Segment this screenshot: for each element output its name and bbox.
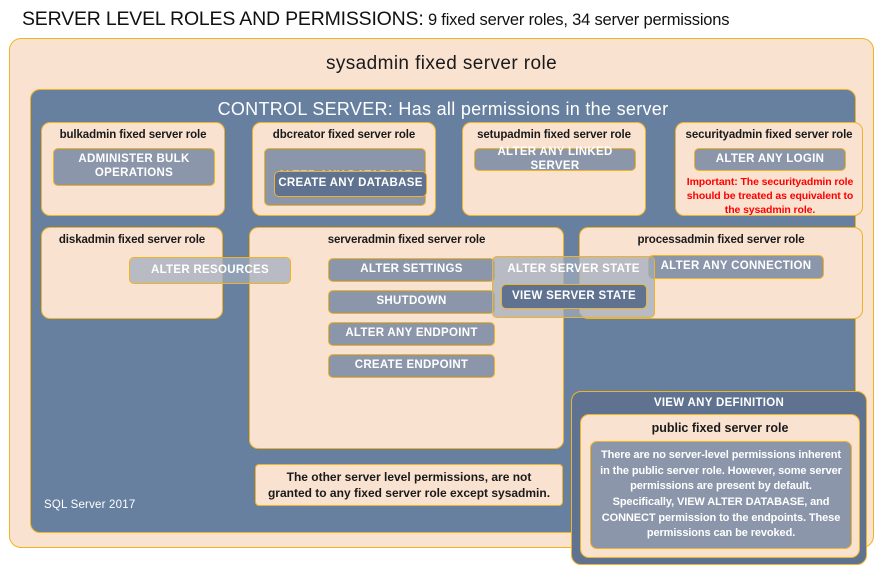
- securityadmin-warning-note: Important: The securityadmin role should…: [686, 176, 854, 217]
- permission-alter-any-linked-server[interactable]: ALTER ANY LINKED SERVER: [474, 146, 636, 172]
- role-title-securityadmin: securityadmin fixed server role: [685, 129, 853, 141]
- page-title-sub: 9 fixed server roles, 34 server permissi…: [423, 11, 730, 29]
- other-permissions-note: The other server level permissions, are …: [255, 464, 563, 506]
- permission-alter-any-login[interactable]: ALTER ANY LOGIN: [694, 148, 846, 171]
- view-any-definition-container: VIEW ANY DEFINITION public fixed server …: [571, 391, 867, 565]
- permission-shutdown[interactable]: SHUTDOWN: [328, 290, 495, 314]
- sysadmin-role-container: sysadmin fixed server role CONTROL SERVE…: [9, 38, 874, 565]
- role-card-setupadmin: setupadmin fixed server role ALTER ANY L…: [462, 122, 646, 216]
- role-title-public: public fixed server role: [651, 421, 789, 435]
- role-title-diskadmin: diskadmin fixed server role: [58, 234, 206, 246]
- sysadmin-role-label: sysadmin fixed server role: [325, 53, 558, 74]
- role-title-bulkadmin: bulkadmin fixed server role: [59, 129, 207, 141]
- permission-view-any-definition[interactable]: VIEW ANY DEFINITION: [653, 397, 785, 409]
- permission-view-server-state[interactable]: VIEW SERVER STATE: [501, 284, 647, 309]
- page-title-main: SERVER LEVEL ROLES AND PERMISSIONS:: [22, 8, 424, 30]
- permission-alter-any-endpoint[interactable]: ALTER ANY ENDPOINT: [328, 322, 495, 346]
- role-title-serveradmin: serveradmin fixed server role: [327, 234, 486, 246]
- role-title-processadmin: processadmin fixed server role: [637, 234, 805, 246]
- public-role-description: There are no server-level permissions in…: [590, 441, 852, 549]
- permission-alter-settings[interactable]: ALTER SETTINGS: [328, 258, 495, 282]
- permission-create-any-database[interactable]: CREATE ANY DATABASE: [274, 171, 427, 197]
- role-title-dbcreator: dbcreator fixed server role: [272, 129, 416, 141]
- role-title-setupadmin: setupadmin fixed server role: [477, 129, 631, 141]
- control-server-label: CONTROL SERVER: Has all permissions in t…: [217, 99, 669, 119]
- role-card-bulkadmin: bulkadmin fixed server role ADMINISTER B…: [41, 122, 225, 216]
- permission-alter-resources[interactable]: ALTER RESOURCES: [129, 257, 291, 284]
- permission-alter-any-connection[interactable]: ALTER ANY CONNECTION: [648, 255, 824, 279]
- permission-create-endpoint[interactable]: CREATE ENDPOINT: [328, 354, 495, 378]
- role-card-public: public fixed server role There are no se…: [580, 414, 860, 558]
- page-title: SERVER LEVEL ROLES AND PERMISSIONS: 9 fi…: [22, 8, 729, 31]
- sql-version-label: SQL Server 2017: [44, 499, 136, 511]
- role-card-dbcreator: dbcreator fixed server role ALTER ANY DA…: [252, 122, 436, 216]
- permission-administer-bulk-operations[interactable]: ADMINISTER BULK OPERATIONS: [53, 148, 215, 186]
- control-server-panel: CONTROL SERVER: Has all permissions in t…: [30, 89, 863, 533]
- role-card-securityadmin: securityadmin fixed server role ALTER AN…: [675, 122, 863, 216]
